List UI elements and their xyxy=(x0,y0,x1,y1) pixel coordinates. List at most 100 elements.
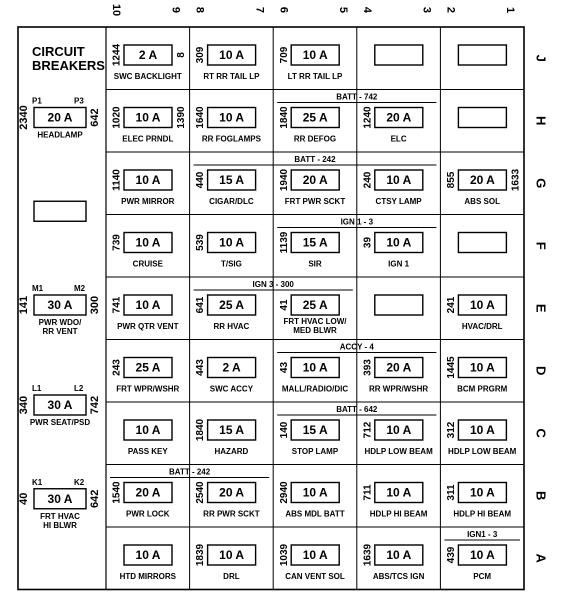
fuse-rating: 10 A xyxy=(386,548,411,562)
fuse-circuit-label: BCM PRGRM xyxy=(457,385,508,394)
fuse-box xyxy=(374,481,424,504)
fuse-rating: 10 A xyxy=(470,423,495,437)
wire-number: 1839 xyxy=(195,543,206,566)
bus-label: BATT - 242 xyxy=(169,468,211,477)
fuse-rating: 10 A xyxy=(303,548,328,562)
wire-number: 539 xyxy=(195,234,206,251)
fuse-circuit-label: RR DEFOG xyxy=(294,135,336,144)
fuse-rating: 10 A xyxy=(136,548,161,562)
wire-number: 1390 xyxy=(176,106,187,129)
fuse-circuit-label: FRT PWR SCKT xyxy=(285,197,346,206)
wire-number: 311 xyxy=(446,484,457,501)
wire-number: 39 xyxy=(362,237,373,249)
fuse-box xyxy=(457,481,508,504)
fuse-rating: 10 A xyxy=(136,423,161,437)
fuse-circuit-label: MALL/RADIO/DIC xyxy=(282,385,348,394)
fuse-rating: 25 A xyxy=(303,298,328,312)
bus-label: ACCY - 4 xyxy=(340,343,375,352)
fuse-box xyxy=(123,231,173,254)
fuse-box xyxy=(123,419,173,441)
column-number-label: 9 xyxy=(170,7,182,13)
fuse-box xyxy=(290,481,340,504)
fuse-circuit-label: SWC BACKLIGHT xyxy=(114,72,182,81)
fuse-box xyxy=(206,231,257,254)
wire-number: 241 xyxy=(446,296,457,313)
fuse-box xyxy=(290,544,340,566)
fuse-rating: 10 A xyxy=(470,361,495,375)
row-letter-label: J xyxy=(534,55,549,62)
fuse-circuit-label: HDLP HI BEAM xyxy=(370,510,428,519)
fuse-rating: 2 A xyxy=(222,361,241,375)
breaker-circuit-label: FRT HVAC xyxy=(40,512,80,521)
wire-number: 1020 xyxy=(112,106,123,129)
column-number-label: 6 xyxy=(277,7,289,13)
bus-label: IGN1 - 3 xyxy=(467,530,498,539)
fuse-circuit-label: RR PWR SCKT xyxy=(203,510,260,519)
fuse-circuit-label: LT RR TAIL LP xyxy=(288,72,343,81)
wire-number: 641 xyxy=(195,296,206,313)
row-letter-label: H xyxy=(534,116,549,125)
fuse-rating: 10 A xyxy=(219,111,244,125)
fuse-circuit-label: ABS SOL xyxy=(464,197,500,206)
breaker-terminal: M1 xyxy=(32,284,44,293)
breaker-terminal: L1 xyxy=(32,384,42,393)
wire-number: 1139 xyxy=(279,231,290,253)
fuse-rating: 10 A xyxy=(303,361,328,375)
fuse-circuit-label: CIGAR/DLC xyxy=(209,197,254,206)
bus-label: BATT - 742 xyxy=(336,93,378,102)
fuse-rating: 10 A xyxy=(386,236,411,250)
fuse-circuit-label: RT RR TAIL LP xyxy=(203,72,260,81)
fuse-box xyxy=(206,419,257,441)
wire-number: 712 xyxy=(362,421,373,438)
fuse-rating: 10 A xyxy=(386,486,411,500)
wire-number: 140 xyxy=(279,421,290,438)
column-number-label: 5 xyxy=(337,7,349,13)
fuse-box xyxy=(290,106,340,129)
row-letter-label: A xyxy=(534,554,549,564)
fuse-rating: 25 A xyxy=(136,361,161,375)
wire-number: 443 xyxy=(195,359,206,376)
breaker-terminal: K1 xyxy=(32,478,43,487)
fuse-rating: 15 A xyxy=(303,423,328,437)
wire-number: 1140 xyxy=(112,169,123,191)
fuse-circuit-label: CRUISE xyxy=(133,260,164,269)
fuse-rating: 10 A xyxy=(470,298,495,312)
fuse-box xyxy=(123,356,173,379)
fuse-rating: 15 A xyxy=(303,236,328,250)
breaker-rating: 30 A xyxy=(48,398,73,412)
fuse-circuit-label: PWR MIRROR xyxy=(121,197,175,206)
wire-number: 40 xyxy=(18,493,30,505)
breaker-circuit-label: PWR WDO/ xyxy=(39,318,82,327)
fuse-rating: 10 A xyxy=(219,236,244,250)
fuse-rating: 20 A xyxy=(470,173,495,187)
column-number-label: 3 xyxy=(420,7,432,13)
circuit-breakers-title: BREAKERS xyxy=(32,58,105,73)
fuse-box xyxy=(457,231,508,254)
fuse-box xyxy=(290,44,340,66)
bus-label: IGN 3 - 300 xyxy=(253,280,295,289)
fuse-rating: 10 A xyxy=(136,173,161,187)
wire-number: 1840 xyxy=(195,418,206,441)
fuse-rating: 25 A xyxy=(303,111,328,125)
wire-number: 1639 xyxy=(362,543,373,566)
wire-number: 2540 xyxy=(195,481,206,504)
wire-number: 312 xyxy=(446,421,457,438)
breaker-box xyxy=(33,488,87,510)
wire-number: 309 xyxy=(195,46,206,63)
wire-number: 340 xyxy=(18,396,30,414)
panel-frame xyxy=(17,26,525,591)
wire-number: 1039 xyxy=(279,543,290,566)
fuse-box xyxy=(457,169,508,191)
fuse-box xyxy=(457,106,508,129)
fuse-circuit-label: RR FOGLAMPS xyxy=(202,135,262,144)
fuse-rating: 10 A xyxy=(470,548,495,562)
fuse-rating: 20 A xyxy=(303,173,328,187)
fuse-box xyxy=(206,544,257,566)
fuse-rating: 20 A xyxy=(386,361,411,375)
wire-number: 1633 xyxy=(511,168,522,191)
wire-number: 1240 xyxy=(362,106,373,129)
fuse-box xyxy=(374,356,424,379)
bus-label: BATT - 242 xyxy=(294,155,336,164)
breaker-rating: 30 A xyxy=(48,492,73,506)
